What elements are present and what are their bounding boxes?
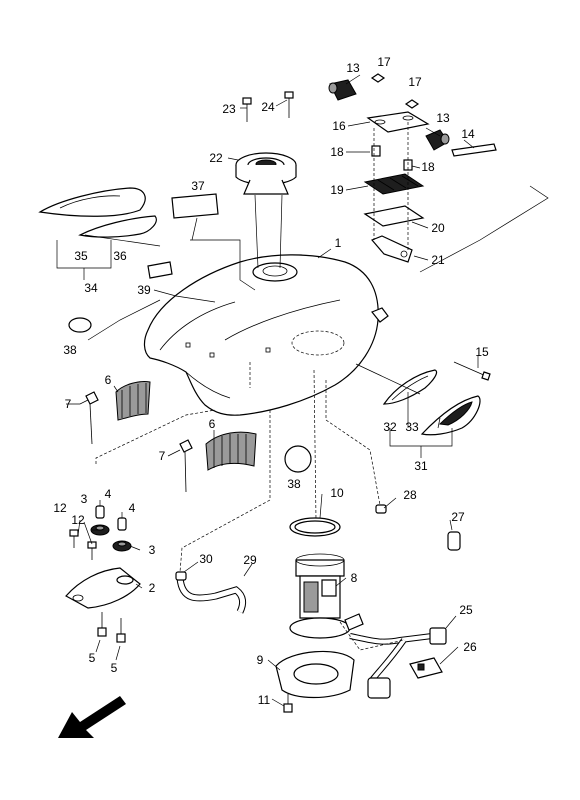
callout-24: 24 — [261, 100, 275, 114]
clip-28 — [375, 504, 387, 514]
callout-34: 34 — [84, 281, 98, 295]
collar-4-lower — [117, 517, 127, 531]
callout-3: 3 — [149, 543, 156, 557]
clip-30 — [175, 571, 187, 581]
callout-17: 17 — [408, 75, 422, 89]
bracket-2 — [65, 567, 141, 609]
pad-38-left — [68, 317, 92, 333]
bolt-15 — [453, 361, 491, 381]
callout-27: 27 — [451, 510, 465, 524]
harness-25 — [349, 627, 447, 699]
callout-33: 33 — [405, 420, 419, 434]
rubber-damper-13-lower — [425, 129, 450, 151]
damper-3-lower — [112, 540, 132, 552]
callout-21: 21 — [431, 253, 445, 267]
callout-7: 7 — [159, 449, 166, 463]
callout-15: 15 — [475, 345, 489, 359]
callout-23: 23 — [222, 102, 236, 116]
callout-16: 16 — [332, 119, 346, 133]
collar-4-upper — [95, 505, 105, 519]
emblem-39 — [147, 261, 173, 279]
bracket-16 — [366, 111, 430, 133]
screw-12-lower — [87, 541, 97, 560]
pin-14 — [451, 143, 497, 157]
cushion-6-lower — [205, 431, 257, 471]
emblem-37 — [171, 193, 219, 219]
fuel-pump-8 — [289, 553, 364, 639]
leader-lines — [56, 74, 549, 707]
callout-37: 37 — [191, 179, 205, 193]
cap-bolt-23 — [242, 97, 252, 122]
callout-8: 8 — [351, 571, 358, 585]
cap-bolt-24 — [284, 91, 294, 118]
callout-7: 7 — [65, 397, 72, 411]
gasket-plate-9 — [275, 650, 355, 699]
callout-9: 9 — [257, 653, 264, 667]
callout-18: 18 — [421, 160, 435, 174]
cushion-6-upper — [115, 381, 151, 421]
direction-arrow-icon — [58, 696, 126, 738]
gasket-10 — [289, 517, 341, 537]
bolt-5-right — [116, 618, 126, 643]
fuel-cap-assembly — [235, 152, 297, 269]
rubber-damper-13-upper — [328, 79, 357, 101]
callout-30: 30 — [199, 552, 213, 566]
callout-5: 5 — [89, 651, 96, 665]
callout-35: 35 — [74, 249, 88, 263]
fuel-tank — [143, 254, 389, 416]
damper-19 — [363, 173, 425, 195]
callout-14: 14 — [461, 127, 475, 141]
callout-20: 20 — [431, 221, 445, 235]
callout-1: 1 — [335, 236, 342, 250]
callout-22: 22 — [209, 151, 223, 165]
callout-29: 29 — [243, 553, 257, 567]
callout-2: 2 — [149, 581, 156, 595]
bolt-5-left — [97, 612, 107, 637]
callout-labels: 1 2 3 3 4 4 5 5 6 6 7 7 8 9 10 11 12 12 … — [53, 55, 489, 707]
callout-12: 12 — [71, 513, 85, 527]
callout-12: 12 — [53, 501, 67, 515]
callout-4: 4 — [105, 487, 112, 501]
callout-25: 25 — [459, 603, 473, 617]
callout-5: 5 — [111, 661, 118, 675]
side-cover-left — [38, 187, 157, 238]
callout-17: 17 — [377, 55, 391, 69]
callout-26: 26 — [463, 640, 477, 654]
callout-19: 19 — [330, 183, 344, 197]
callout-4: 4 — [129, 501, 136, 515]
callout-31: 31 — [414, 459, 428, 473]
screw-12-upper — [69, 529, 79, 548]
callout-10: 10 — [330, 486, 344, 500]
callout-39: 39 — [137, 283, 151, 297]
bolt-11 — [283, 694, 293, 713]
hose-27 — [380, 509, 461, 551]
clip-7-lower — [179, 439, 193, 493]
callout-6: 6 — [105, 373, 112, 387]
plate-20 — [363, 205, 425, 227]
callout-38: 38 — [63, 343, 77, 357]
collar-18-left — [371, 145, 381, 157]
callout-6: 6 — [209, 417, 216, 431]
callout-11: 11 — [258, 693, 271, 707]
collar-17-upper — [370, 73, 386, 83]
callout-32: 32 — [383, 420, 397, 434]
callout-3: 3 — [81, 492, 88, 506]
callout-38: 38 — [287, 477, 301, 491]
bracket-21 — [370, 235, 413, 263]
collar-17-lower — [404, 99, 420, 109]
clip-7-upper — [85, 391, 99, 445]
callout-13: 13 — [436, 111, 450, 125]
callout-13: 13 — [346, 61, 360, 75]
pad-38-right — [284, 445, 312, 473]
callout-28: 28 — [403, 488, 417, 502]
callout-18: 18 — [330, 145, 344, 159]
connector-26 — [409, 657, 443, 679]
callout-36: 36 — [113, 249, 127, 263]
side-cover-right — [382, 369, 481, 436]
hose-29 — [176, 577, 247, 614]
